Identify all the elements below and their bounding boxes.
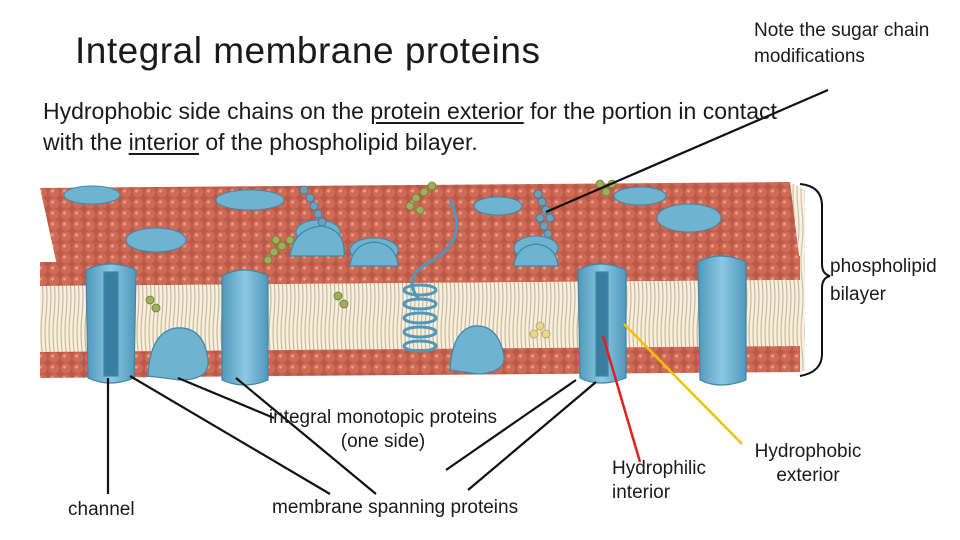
phospholipid-bilayer-label: phospholipid bilayer [830, 256, 937, 305]
monotopic-proteins-label: integral monotopic proteins (one side) [268, 407, 498, 452]
channel-proteins [85, 255, 747, 386]
monotopic-top-1 [513, 243, 559, 267]
spanning-protein-1 [221, 269, 269, 386]
subtitle-part-2: for the portion in contact with the [43, 98, 777, 155]
hydrophobic-exterior-label: Hydrophobic exterior [754, 441, 862, 486]
hydrophilic-pointer-line [601, 335, 642, 463]
monotopic-proteins [147, 225, 559, 381]
sugar-pointer-line [545, 88, 829, 214]
channel-label: channel [68, 499, 135, 520]
sugar-chains [145, 179, 617, 339]
monotopic-top-3 [289, 225, 345, 257]
spanning-pointer-line-1 [129, 375, 331, 495]
subtitle-underline-exterior: protein exterior [370, 98, 524, 124]
slide-subtitle: Hydrophobic side chains on the protein e… [43, 96, 803, 158]
monotopic-pointer-line-1 [177, 376, 275, 420]
pointer-lines [106, 88, 829, 495]
surface-proteins [63, 185, 722, 263]
subtitle-part-1: Hydrophobic side chains on the [43, 98, 371, 124]
monotopic-bottom-1 [147, 327, 209, 381]
slide-title: Integral membrane proteins [75, 30, 541, 71]
membrane-spanning-label: membrane spanning proteins [272, 497, 519, 518]
spanning-protein-2 [697, 255, 747, 386]
monotopic-bottom-2 [449, 325, 505, 375]
monotopic-top-2 [349, 241, 399, 267]
bilayer-bracket [799, 183, 831, 377]
subtitle-part-3: of the phospholipid bilayer. [198, 129, 478, 155]
monotopic-pointer-line-2 [445, 379, 577, 471]
helix-protein [402, 199, 459, 353]
subtitle-underline-interior: interior [128, 129, 199, 155]
hydrophobic-pointer-line [623, 323, 743, 445]
membrane-side-edge [790, 182, 805, 372]
hydrophilic-interior-label: Hydrophilic interior [612, 458, 706, 503]
spanning-pointer-line-2 [235, 377, 377, 495]
spanning-pointer-line-3 [467, 381, 597, 491]
sugar-chain-note: Note the sugar chain modifications [754, 20, 930, 67]
